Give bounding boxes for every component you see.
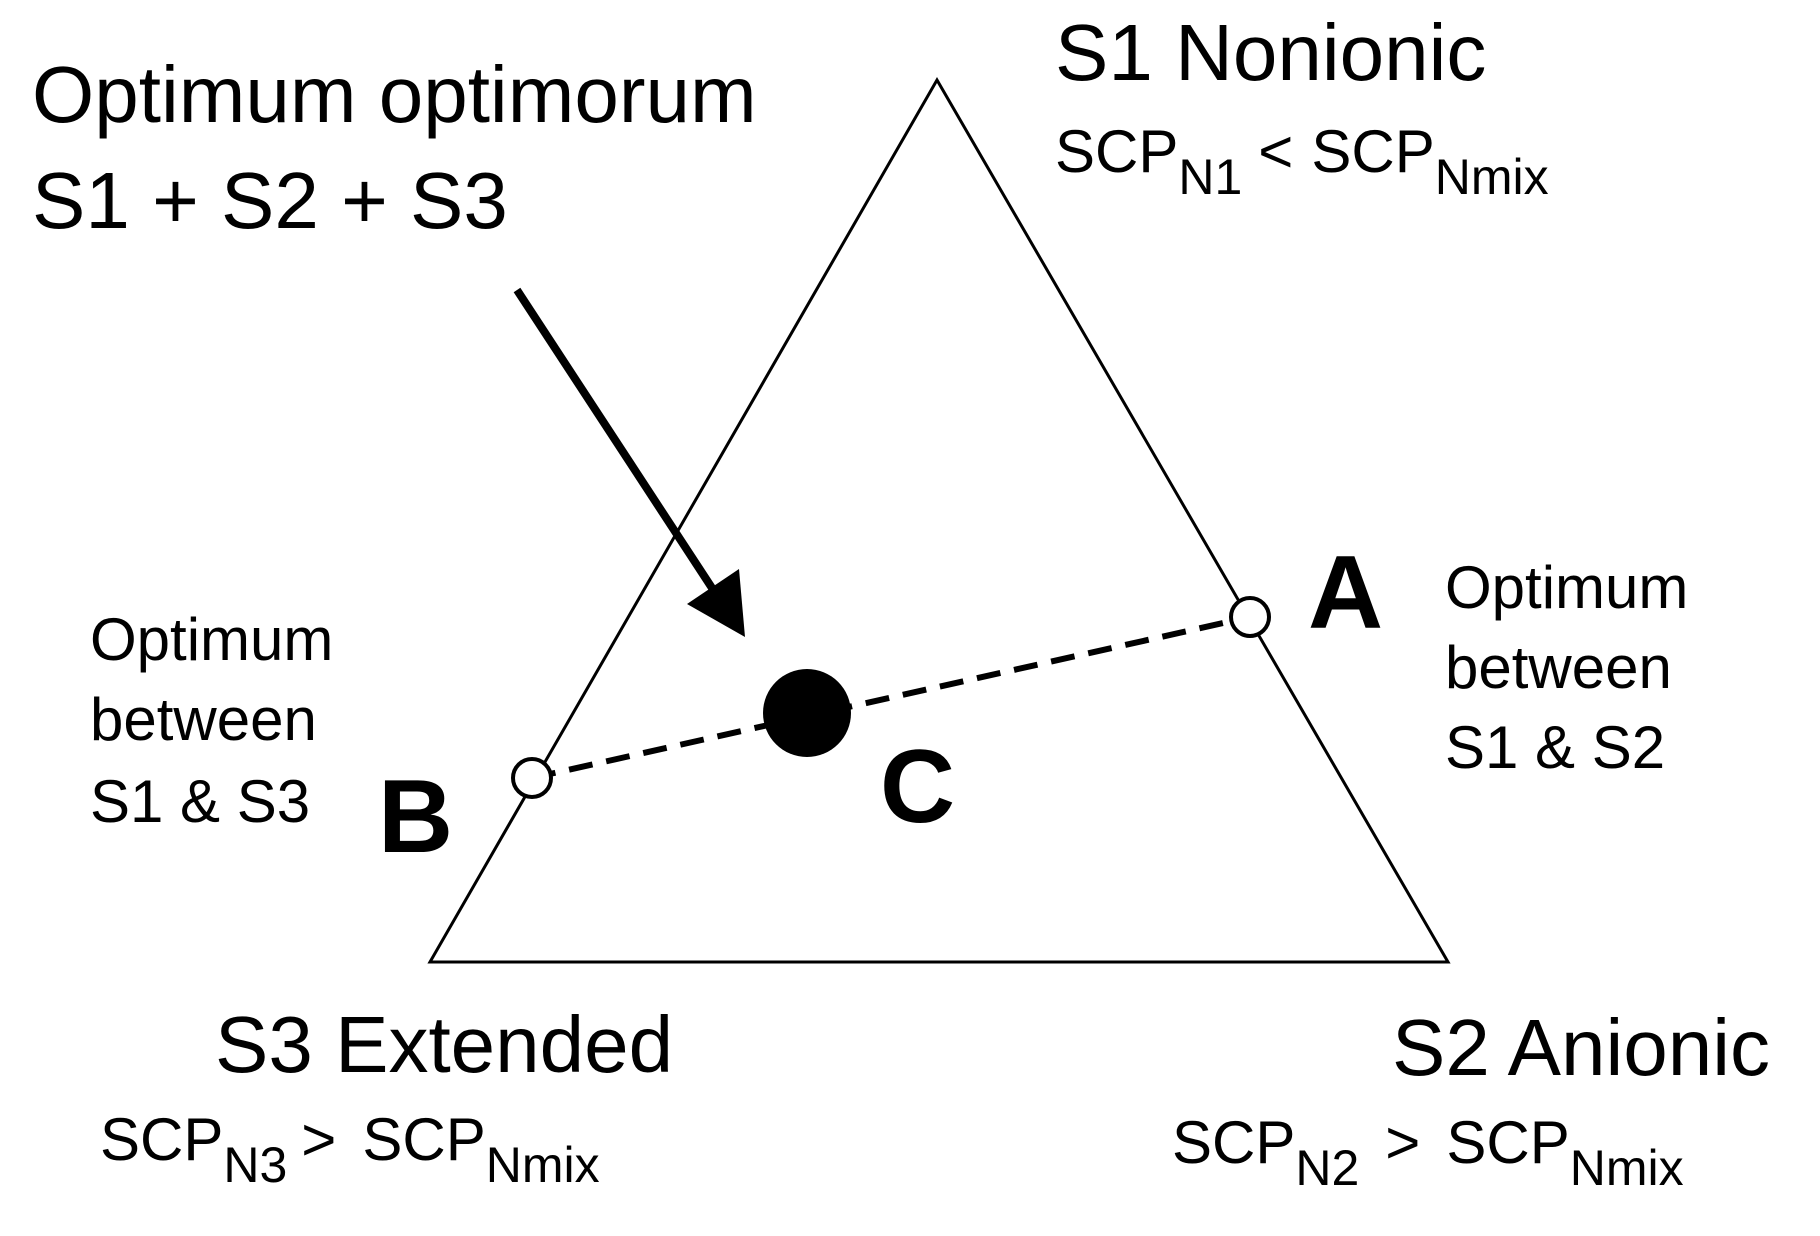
point-b-desc-2: between [90,686,317,753]
arrow-head [687,569,745,637]
vertex-s3-title: S3 Extended [215,1000,673,1089]
optimum-optimorum-line2: S1 + S2 + S3 [32,156,508,245]
point-b-desc-1: Optimum [90,606,333,673]
point-a-desc-2: between [1445,634,1672,701]
point-a-desc-3: S1 & S2 [1445,714,1665,781]
point-a-desc-1: Optimum [1445,554,1688,621]
point-b-desc-3: S1 & S3 [90,768,310,835]
vertex-s1-condition: SCPN1<SCPNmix [1055,118,1549,205]
arrow-shaft [513,287,716,591]
vertex-s3-condition: SCPN3>SCPNmix [100,1106,600,1193]
vertex-s2-title: S2 Anionic [1392,1003,1770,1092]
point-b-letter: B [378,759,453,875]
vertex-s2-condition: SCPN2>SCPNmix [1172,1109,1684,1196]
point-b-marker [511,757,553,799]
point-a-letter: A [1308,535,1383,651]
ternary-triangle [427,76,1451,964]
point-a-marker [1229,596,1271,638]
optimum-tie-line [531,614,1251,781]
point-c-letter: C [880,729,955,845]
point-c-marker [763,669,851,757]
vertex-s1-title: S1 Nonionic [1055,8,1486,97]
optimum-optimorum-line1: Optimum optimorum [32,50,757,139]
